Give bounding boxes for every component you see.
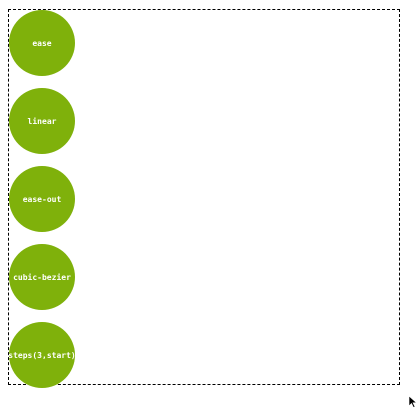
ball-steps: steps(3,start) [8,322,76,388]
ball-ease: ease [9,10,75,76]
ball-label: ease [32,38,52,48]
ball-ease-out: ease-out [9,166,75,232]
ball-linear: linear [9,88,75,154]
ball-label: linear [27,116,57,126]
animation-stage: ease linear ease-out cubic-bezier steps(… [8,9,400,388]
ball-label: steps(3,start) [8,350,76,360]
mouse-pointer-icon [408,396,418,408]
ball-cubic-bezier: cubic-bezier [9,244,75,310]
ball-label: cubic-bezier [13,272,71,282]
ball-label: ease-out [22,194,62,204]
